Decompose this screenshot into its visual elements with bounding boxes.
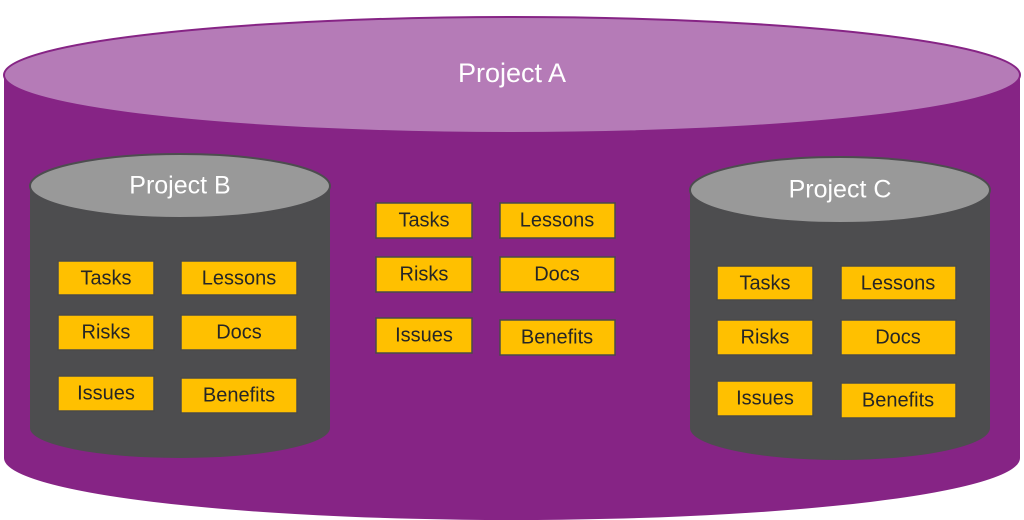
project-b-tasks-label: Tasks (80, 267, 131, 289)
project-b-issues-box: Issues (57, 375, 155, 412)
project-b-title: Project B (129, 172, 230, 200)
project-b-top (29, 153, 331, 219)
project-b-lessons-label: Lessons (202, 267, 277, 289)
project-c-docs-box: Docs (840, 319, 957, 356)
project-b-risks-label: Risks (82, 321, 131, 343)
project-c-title: Project C (789, 176, 892, 204)
project-a-items: Tasks Lessons Risks Docs Issues Benefits (375, 202, 616, 356)
project-b-risks-box: Risks (57, 314, 155, 351)
project-b-docs-label: Docs (216, 321, 262, 343)
project-b-lessons-box: Lessons (180, 260, 298, 296)
project-b-benefits-label: Benefits (203, 384, 275, 406)
project-c-risks-box: Risks (716, 319, 814, 356)
project-c-issues-label: Issues (736, 387, 794, 409)
project-a-lessons-box: Lessons (499, 202, 616, 239)
project-a-benefits-label: Benefits (521, 326, 593, 348)
project-a-docs-label: Docs (534, 263, 580, 285)
project-a-risks-box: Risks (375, 256, 473, 293)
project-c-items: Tasks Lessons Risks Docs Issues Benefits (716, 265, 957, 419)
project-c-risks-label: Risks (741, 326, 790, 348)
project-a-risks-label: Risks (400, 263, 449, 285)
project-c-top (689, 156, 991, 224)
project-b-benefits-box: Benefits (180, 377, 298, 414)
project-a-docs-box: Docs (499, 256, 616, 293)
project-c-lessons-label: Lessons (861, 272, 936, 294)
project-a-tasks-label: Tasks (398, 209, 449, 231)
project-c-tasks-box: Tasks (716, 265, 814, 301)
project-a-tasks-box: Tasks (375, 202, 473, 239)
project-a-issues-label: Issues (395, 324, 453, 346)
project-b-tasks-box: Tasks (57, 260, 155, 296)
project-a-benefits-box: Benefits (499, 319, 616, 356)
project-b-items: Tasks Lessons Risks Docs Issues Benefits (57, 260, 298, 414)
project-a-issues-box: Issues (375, 317, 473, 354)
project-c-lessons-box: Lessons (840, 265, 957, 301)
project-b-docs-box: Docs (180, 314, 298, 351)
project-a-title: Project A (458, 58, 566, 88)
project-a-lessons-label: Lessons (520, 209, 595, 231)
project-c-issues-box: Issues (716, 380, 814, 417)
project-c-benefits-label: Benefits (862, 389, 934, 411)
project-a-top (3, 16, 1021, 134)
project-c-benefits-box: Benefits (840, 382, 957, 419)
project-c-docs-label: Docs (875, 326, 921, 348)
project-b-issues-label: Issues (77, 382, 135, 404)
project-c-tasks-label: Tasks (739, 272, 790, 294)
